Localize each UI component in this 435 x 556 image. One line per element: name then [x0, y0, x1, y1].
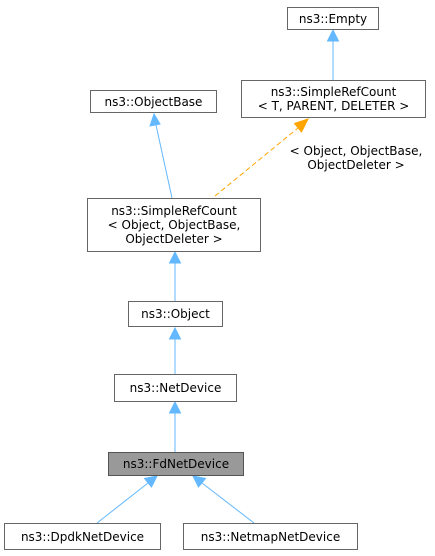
node-label: ns3::NetDevice: [129, 381, 222, 395]
arrowhead: [168, 326, 182, 340]
arrowhead: [192, 475, 207, 488]
node-label: ObjectDeleter >: [125, 232, 223, 246]
edge-label-line: < Object, ObjectBase,: [289, 144, 423, 158]
node-dpdknetdevice[interactable]: ns3::DpdkNetDevice: [4, 523, 161, 550]
node-label: ns3::SimpleRefCount: [270, 85, 397, 99]
node-label: ns3::Empty: [298, 11, 368, 26]
node-object[interactable]: ns3::Object: [128, 301, 223, 327]
node-netmapnetdevice[interactable]: ns3::NetmapNetDevice: [183, 523, 358, 550]
arrowhead: [143, 475, 158, 488]
edge-objectbase-to-simplerefcount-object: [155, 124, 173, 199]
node-label: ns3::SimpleRefCount: [111, 204, 237, 218]
edge-fdnetdevice-to-dpdknetdevice: [96, 482, 149, 524]
arrowhead: [149, 112, 161, 127]
node-label: ns3::DpdkNetDevice: [20, 529, 145, 544]
arrowhead: [168, 250, 182, 264]
arrowhead: [168, 400, 182, 414]
arrowhead: [293, 118, 309, 133]
edge-fdnetdevice-to-netmapnetdevice: [201, 482, 255, 524]
node-label: ns3::NetmapNetDevice: [200, 529, 341, 544]
node-label: < T, PARENT, DELETER >: [257, 99, 410, 113]
node-netdevice[interactable]: ns3::NetDevice: [114, 374, 237, 402]
node-label: ns3::ObjectBase: [104, 94, 203, 109]
edge-label-template-args: < Object, ObjectBase, ObjectDeleter >: [282, 144, 430, 172]
node-objectbase[interactable]: ns3::ObjectBase: [90, 90, 217, 113]
node-label: ns3::Object: [141, 307, 210, 321]
edge-template-instantiation: [214, 127, 299, 197]
node-simplerefcount-object[interactable]: ns3::SimpleRefCount < Object, ObjectBase…: [87, 198, 261, 252]
arrowhead: [326, 28, 340, 42]
node-label: ns3::FdNetDevice: [122, 457, 230, 471]
node-empty[interactable]: ns3::Empty: [287, 7, 379, 30]
node-fdnetdevice-current: ns3::FdNetDevice: [108, 452, 244, 476]
node-simplerefcount-template[interactable]: ns3::SimpleRefCount < T, PARENT, DELETER…: [241, 80, 426, 118]
node-label: < Object, ObjectBase,: [107, 218, 241, 232]
edge-label-line: ObjectDeleter >: [307, 158, 405, 172]
